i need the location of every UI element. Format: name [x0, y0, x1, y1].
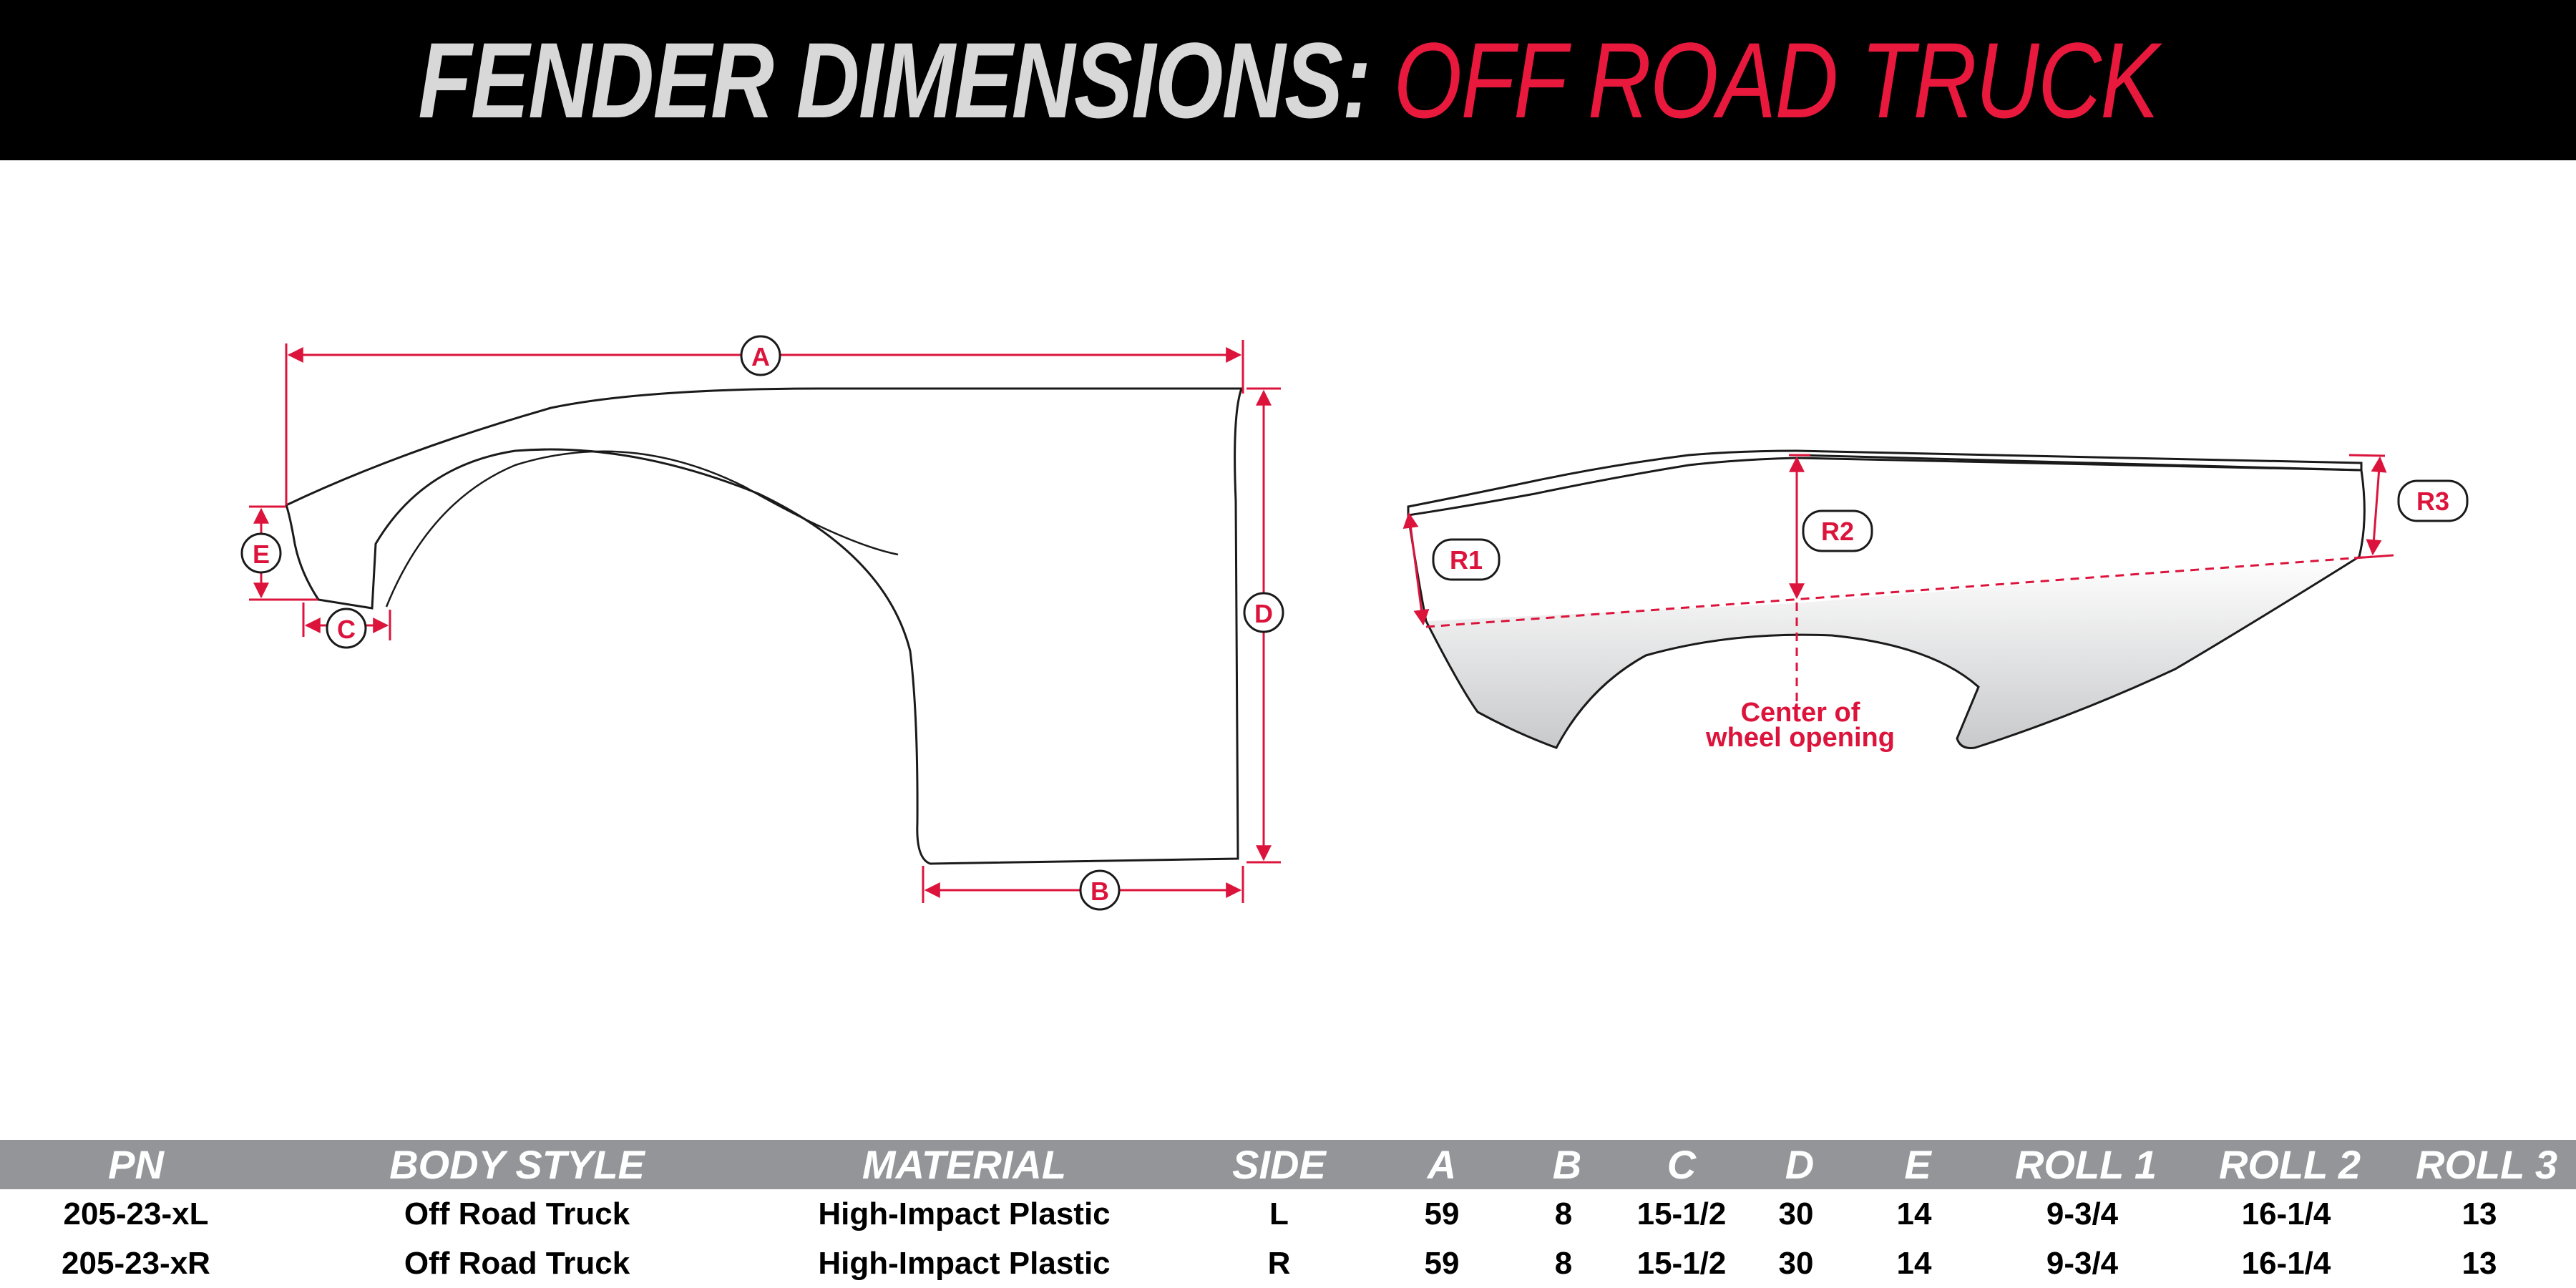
- svg-text:B: B: [1091, 877, 1109, 906]
- label-b: B: [1079, 869, 1121, 911]
- cell-d: 30: [1778, 1196, 1814, 1231]
- svg-text:D: D: [1254, 599, 1273, 628]
- col-roll-1: ROLL 1: [2014, 1142, 2157, 1187]
- svg-text:R3: R3: [2416, 487, 2449, 516]
- svg-text:wheel opening: wheel opening: [1705, 723, 1895, 753]
- cell-b: 8: [1554, 1196, 1573, 1231]
- cell-material: High-Impact Plastic: [818, 1246, 1111, 1281]
- col-b: B: [1552, 1142, 1582, 1187]
- cell-b: 8: [1554, 1246, 1573, 1281]
- col-material: MATERIAL: [862, 1142, 1067, 1187]
- cell-c: 15-1/2: [1636, 1196, 1727, 1231]
- cell-e: 14: [1896, 1196, 1932, 1231]
- cell-roll-2: 16-1/4: [2241, 1196, 2331, 1231]
- col-roll-3: ROLL 3: [2415, 1142, 2558, 1187]
- left-fender-outline: [285, 387, 1244, 865]
- dimensions-table: PN BODY STYLE MATERIAL SIDE A B C D E RO…: [0, 1140, 2576, 1288]
- right-fender: [1407, 449, 2366, 749]
- cell-pn: 205-23-xR: [62, 1246, 210, 1281]
- svg-text:C: C: [337, 615, 356, 644]
- page-title: FENDER DIMENSIONS: OFF ROAD TRUCK: [232, 0, 2344, 160]
- center-note: Center of wheel opening: [1705, 698, 1895, 753]
- cell-roll-1: 9-3/4: [2046, 1196, 2119, 1231]
- cell-roll-1: 9-3/4: [2046, 1246, 2119, 1281]
- col-c: C: [1667, 1142, 1697, 1187]
- cell-material: High-Impact Plastic: [818, 1196, 1111, 1231]
- fender-diagram: A D B E C R1 R2: [240, 335, 2469, 911]
- cell-body-style: Off Road Truck: [404, 1196, 630, 1231]
- label-d: D: [1243, 592, 1284, 633]
- table-row: 205-23-xR Off Road Truck High-Impact Pla…: [0, 1239, 2576, 1288]
- label-a: A: [740, 335, 781, 376]
- cell-body-style: Off Road Truck: [404, 1246, 630, 1281]
- svg-text:R2: R2: [1821, 517, 1854, 546]
- cell-pn: 205-23-xL: [63, 1196, 209, 1231]
- title-sub: OFF ROAD TRUCK: [1393, 19, 2160, 140]
- svg-text:Center of: Center of: [1741, 698, 1860, 728]
- cell-side: R: [1267, 1246, 1291, 1281]
- title-main: FENDER DIMENSIONS:: [418, 19, 1371, 140]
- col-d: D: [1785, 1142, 1815, 1187]
- cell-c: 15-1/2: [1636, 1246, 1727, 1281]
- table-row: 205-23-xL Off Road Truck High-Impact Pla…: [0, 1189, 2576, 1239]
- cell-e: 14: [1896, 1246, 1932, 1281]
- col-pn: PN: [108, 1142, 164, 1187]
- table-header: PN BODY STYLE MATERIAL SIDE A B C D E RO…: [0, 1140, 2576, 1189]
- cell-a: 59: [1424, 1196, 1460, 1231]
- col-a: A: [1427, 1142, 1457, 1187]
- col-body-style: BODY STYLE: [389, 1142, 645, 1187]
- label-e: E: [240, 532, 282, 574]
- label-r1: R1: [1432, 538, 1501, 581]
- col-side: SIDE: [1232, 1142, 1326, 1187]
- cell-side: L: [1269, 1196, 1289, 1231]
- cell-roll-3: 13: [2462, 1196, 2497, 1231]
- label-c: C: [326, 608, 367, 649]
- col-roll-2: ROLL 2: [2218, 1142, 2361, 1187]
- right-dimension-lines: [1402, 454, 2394, 708]
- col-e: E: [1904, 1142, 1931, 1187]
- left-dimension-lines: [249, 340, 1281, 903]
- svg-text:A: A: [751, 342, 770, 371]
- svg-text:R1: R1: [1450, 545, 1483, 575]
- cell-roll-3: 13: [2462, 1246, 2497, 1281]
- svg-text:E: E: [253, 540, 270, 569]
- header-bar: FENDER DIMENSIONS: OFF ROAD TRUCK: [0, 0, 2576, 160]
- cell-d: 30: [1778, 1246, 1814, 1281]
- cell-roll-2: 16-1/4: [2241, 1246, 2331, 1281]
- label-r2: R2: [1802, 509, 1873, 552]
- cell-a: 59: [1424, 1246, 1460, 1281]
- label-r3: R3: [2397, 479, 2469, 522]
